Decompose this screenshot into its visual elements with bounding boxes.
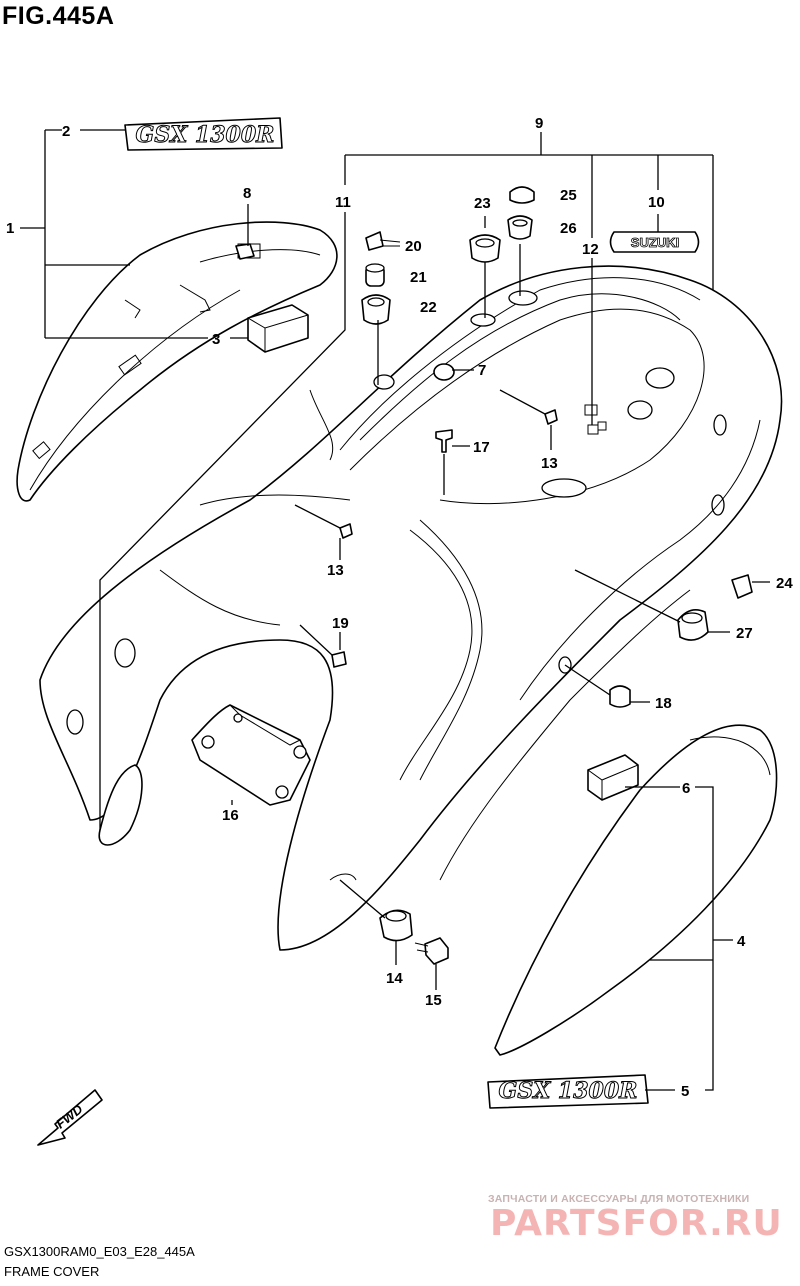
callout-17: 17: [473, 439, 490, 456]
callout-10: 10: [648, 194, 665, 211]
callout-15: 15: [425, 992, 442, 1009]
callout-24: 24: [776, 575, 793, 592]
callout-26: 26: [560, 220, 577, 237]
callout-12: 12: [582, 241, 599, 258]
gsxr-emblem-bottom: GSX 1300R: [487, 1074, 649, 1109]
right-frame-cover: [494, 724, 778, 1056]
gsxr-emblem-top: GSX 1300R: [124, 117, 283, 151]
gsxr-emblem-bottom-text: GSX 1300R: [499, 1078, 638, 1104]
pad-6: [587, 754, 639, 801]
watermark-tagline: ЗАПЧАСТИ И АКСЕССУАРЫ ДЛЯ МОТОТЕХНИКИ: [488, 1193, 750, 1205]
callout-19: 19: [332, 615, 349, 632]
callout-6: 6: [682, 780, 690, 797]
fwd-arrow: FWD: [37, 1089, 103, 1146]
bracket-16: [191, 704, 311, 806]
callout-1: 1: [6, 220, 14, 237]
callout-4: 4: [737, 933, 746, 950]
callout-22: 22: [420, 299, 437, 316]
callout-5: 5: [681, 1083, 689, 1100]
diagram-code: GSX1300RAM0_E03_E28_445A: [4, 1244, 195, 1259]
pad-3: [247, 304, 309, 353]
hardware: [235, 186, 753, 965]
callout-numbers: 1 2 3 4 5 6 7 8 9 10 11 12 13 13 13 14 1…: [6, 115, 793, 1100]
seat-tail-cowl: [39, 265, 783, 951]
leader-lines: [20, 129, 770, 1091]
suzuki-badge-text: SUZUKI: [631, 235, 679, 250]
diagram-caption: FRAME COVER: [4, 1264, 100, 1279]
callout-13b: 13: [327, 562, 344, 579]
callout-11: 11: [335, 194, 351, 211]
callout-14: 14: [386, 970, 403, 987]
suzuki-badge: SUZUKI: [609, 231, 700, 253]
callout-21: 21: [410, 269, 427, 286]
callout-3: 3: [212, 331, 220, 348]
watermark-site: PARTSFOR.RU: [490, 1203, 783, 1244]
callout-23: 23: [474, 195, 491, 212]
callout-27: 27: [736, 625, 753, 642]
callout-9: 9: [535, 115, 543, 132]
callout-18: 18: [655, 695, 672, 712]
callout-13a: 13: [541, 455, 558, 472]
callout-25: 25: [560, 187, 577, 204]
callout-8: 8: [243, 185, 251, 202]
callout-7: 7: [478, 362, 486, 379]
callout-16: 16: [222, 807, 239, 824]
figure-title: FIG.445A: [2, 2, 115, 30]
gsxr-emblem-top-text: GSX 1300R: [136, 122, 275, 148]
left-frame-cover: [16, 221, 338, 502]
callout-2: 2: [62, 123, 70, 140]
callout-20: 20: [405, 238, 422, 255]
